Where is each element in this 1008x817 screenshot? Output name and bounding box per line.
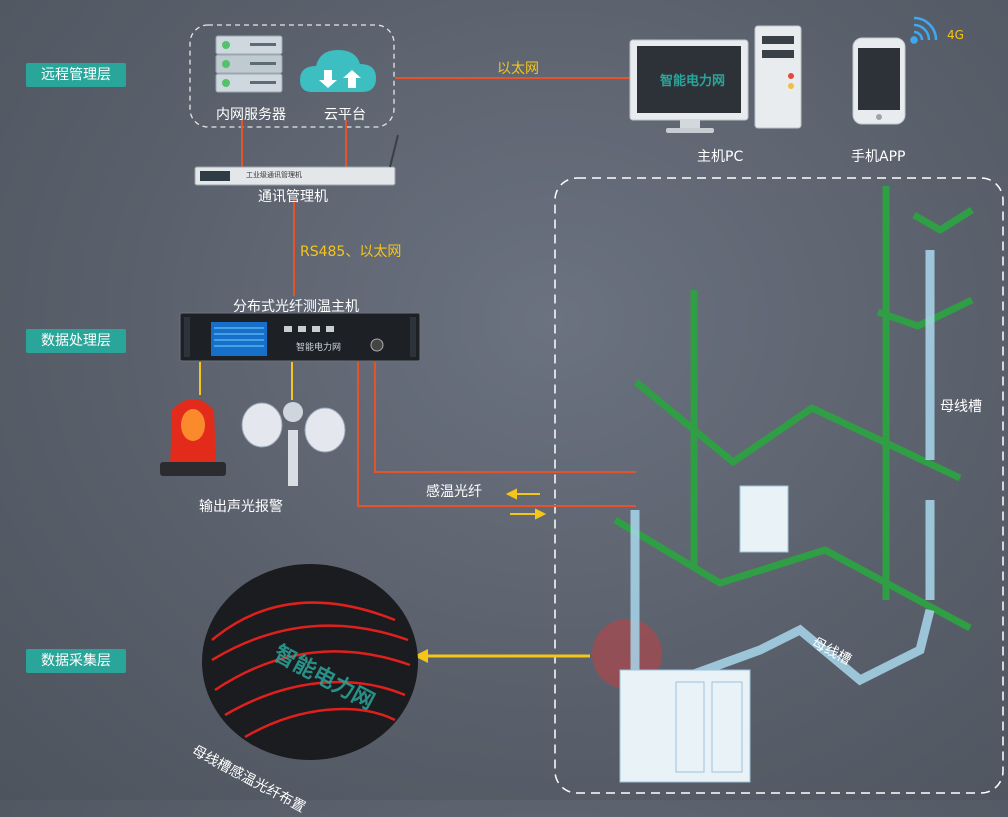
- rs485-label: RS485、以太网: [300, 244, 402, 260]
- mobile-app-label: 手机APP: [851, 149, 906, 165]
- layer-tag-collection: 数据采集层: [26, 649, 126, 673]
- layout-arrow: [414, 649, 590, 663]
- fiber-host-device: [179, 312, 421, 362]
- horn-speaker-icon: [241, 402, 346, 486]
- cloud-label: 云平台: [324, 107, 366, 123]
- fiber-arrows: [505, 488, 547, 520]
- remote-group-box: [189, 24, 395, 128]
- network-lines: [241, 77, 636, 507]
- server-icon: [215, 35, 283, 93]
- site-area-box: [554, 177, 1004, 794]
- host-label: 分布式光纤测温主机: [233, 299, 359, 315]
- layer-tag-remote: 远程管理层: [26, 63, 126, 87]
- comm-manager-device: [194, 134, 399, 186]
- busbar-layout-image: [202, 564, 418, 760]
- host-pc-label: 主机PC: [697, 149, 744, 165]
- wifi-4g-icon: [910, 16, 938, 44]
- ethernet-label: 以太网: [497, 61, 539, 77]
- mobile-phone-icon: [852, 37, 906, 125]
- small-cabinet: [739, 485, 789, 553]
- fiber-label: 感温光纤: [426, 484, 482, 500]
- siren-light-icon: [160, 399, 226, 476]
- busbar-label-top: 母线槽: [940, 399, 982, 415]
- comm-panel-text: 工业级通讯管理机: [246, 171, 302, 179]
- layer-tag-processing: 数据处理层: [26, 329, 126, 353]
- alarm-label: 输出声光报警: [199, 499, 283, 515]
- network-4g-label: 4G: [947, 28, 964, 42]
- diagram-canvas: [160, 16, 1004, 794]
- comm-manager-label: 通讯管理机: [258, 189, 328, 205]
- pc-screen-logo: 智能电力网: [660, 74, 726, 89]
- switchgear-cabinet: [619, 669, 751, 783]
- host-logo: 智能电力网: [296, 343, 342, 353]
- host-pc-icon: [629, 25, 802, 133]
- busbar-scene: [613, 186, 974, 783]
- alarm-lines: [199, 362, 293, 400]
- server-label: 内网服务器: [216, 107, 286, 123]
- cloud-icon: [300, 50, 376, 92]
